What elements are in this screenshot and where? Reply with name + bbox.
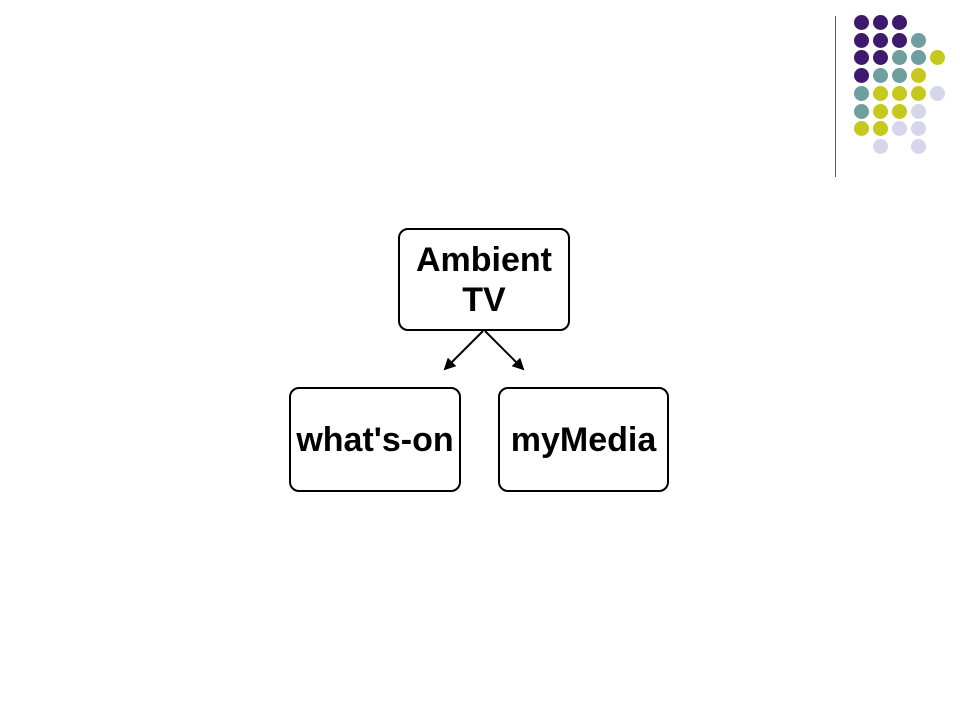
decorative-dot	[911, 121, 926, 136]
decorative-dot	[854, 33, 869, 48]
decorative-dot	[854, 50, 869, 65]
decorative-dot	[930, 86, 945, 101]
decorative-dot	[892, 68, 907, 83]
root-node-label-line1: Ambient	[416, 240, 552, 279]
decorative-dot	[873, 33, 888, 48]
decorative-dot	[873, 50, 888, 65]
decorative-dot	[892, 121, 907, 136]
decorative-dot	[854, 68, 869, 83]
decorative-dot	[873, 86, 888, 101]
decorative-dot	[873, 139, 888, 154]
decorative-dot-grid	[0, 0, 960, 200]
root-node-label-line2: TV	[462, 280, 506, 319]
root-node: Ambient TV	[398, 228, 570, 331]
decorative-dot	[854, 121, 869, 136]
decorative-dot	[911, 68, 926, 83]
vertical-divider	[835, 16, 836, 177]
decorative-dot	[930, 50, 945, 65]
decorative-dot	[892, 33, 907, 48]
decorative-dot	[892, 50, 907, 65]
decorative-dot	[854, 104, 869, 119]
child-node-whats-on: what's-on	[289, 387, 461, 492]
decorative-dot	[911, 50, 926, 65]
decorative-dot	[873, 104, 888, 119]
arrow-to-mymedia	[484, 330, 525, 371]
decorative-dot	[873, 121, 888, 136]
decorative-dot	[873, 68, 888, 83]
decorative-dot	[892, 104, 907, 119]
decorative-dot	[911, 33, 926, 48]
child-node-mymedia: myMedia	[498, 387, 669, 492]
arrow-to-whats-on	[443, 330, 484, 371]
decorative-dot	[854, 15, 869, 30]
decorative-dot	[892, 15, 907, 30]
child-node-label: myMedia	[510, 420, 657, 459]
decorative-dot	[911, 139, 926, 154]
decorative-dot	[911, 104, 926, 119]
decorative-dot	[892, 86, 907, 101]
decorative-dot	[873, 15, 888, 30]
decorative-dot	[854, 86, 869, 101]
child-node-label: what's-on	[296, 420, 454, 459]
decorative-dot	[911, 86, 926, 101]
